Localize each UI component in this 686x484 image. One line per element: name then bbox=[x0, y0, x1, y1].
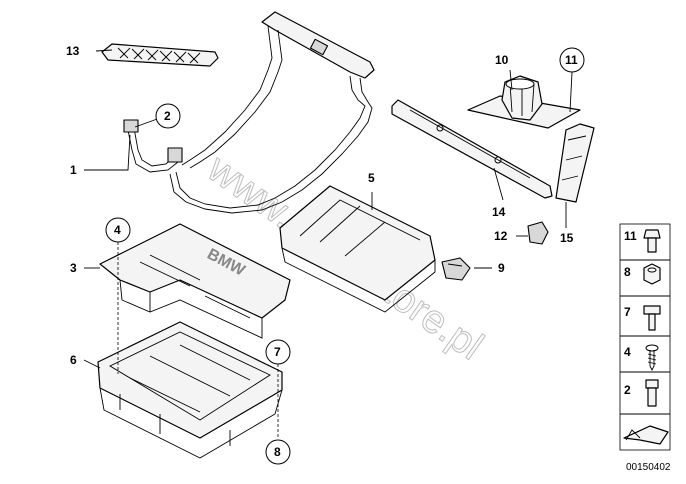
part-13-grille[interactable] bbox=[101, 43, 219, 67]
callout-8: 8 bbox=[274, 445, 281, 459]
callout-4: 4 bbox=[114, 223, 121, 237]
callout-15: 15 bbox=[560, 231, 574, 245]
callout-labels: 13 1 2 3 4 6 7 8 5 9 12 14 15 10 11 bbox=[66, 44, 585, 465]
legend-label-7: 7 bbox=[624, 305, 631, 319]
callout-1: 1 bbox=[70, 163, 77, 177]
nut-icon bbox=[643, 263, 661, 285]
screw-icon bbox=[645, 344, 659, 372]
callout-2: 2 bbox=[164, 109, 171, 123]
callout-14: 14 bbox=[492, 205, 506, 219]
callout-12: 12 bbox=[494, 229, 508, 243]
callout-10: 10 bbox=[495, 53, 509, 67]
arrow-icon bbox=[623, 425, 669, 445]
part-10-jack-holder[interactable] bbox=[467, 75, 581, 129]
collar-bolt-icon bbox=[643, 305, 661, 331]
part-15-strut[interactable] bbox=[555, 123, 595, 203]
part-6-storage-tray[interactable] bbox=[97, 321, 283, 459]
callout-13: 13 bbox=[66, 44, 80, 58]
callout-11-circle bbox=[559, 47, 585, 73]
part-3-trunk-cover[interactable]: BMW bbox=[99, 223, 291, 339]
callout-9: 9 bbox=[498, 261, 505, 275]
part-5-bracket[interactable] bbox=[279, 185, 436, 313]
hex-socket-screw-icon bbox=[645, 379, 659, 407]
part-9-clip[interactable] bbox=[441, 257, 471, 281]
legend-label-4: 4 bbox=[624, 345, 631, 359]
part-14-rail[interactable] bbox=[391, 99, 553, 199]
callout-3: 3 bbox=[70, 261, 77, 275]
callout-6: 6 bbox=[70, 353, 77, 367]
callout-4-circle bbox=[105, 217, 131, 243]
callout-8-circle bbox=[265, 439, 291, 465]
part-12-clip[interactable] bbox=[527, 221, 549, 245]
callout-11: 11 bbox=[565, 53, 578, 67]
fastener-legend: 11 8 7 4 2 bbox=[619, 223, 671, 451]
callout-5: 5 bbox=[368, 171, 375, 185]
callout-7: 7 bbox=[274, 345, 281, 359]
legend-label-2: 2 bbox=[624, 383, 631, 397]
part-1-strap-frame[interactable] bbox=[123, 11, 375, 214]
callout-2-circle bbox=[155, 103, 181, 129]
bolt-icon bbox=[643, 229, 661, 253]
legend-label-8: 8 bbox=[624, 265, 631, 279]
diagram-number: 00150402 bbox=[626, 462, 671, 473]
callout-7-circle bbox=[265, 339, 291, 365]
legend-label-11: 11 bbox=[624, 229, 637, 243]
leader-lines bbox=[83, 49, 573, 438]
